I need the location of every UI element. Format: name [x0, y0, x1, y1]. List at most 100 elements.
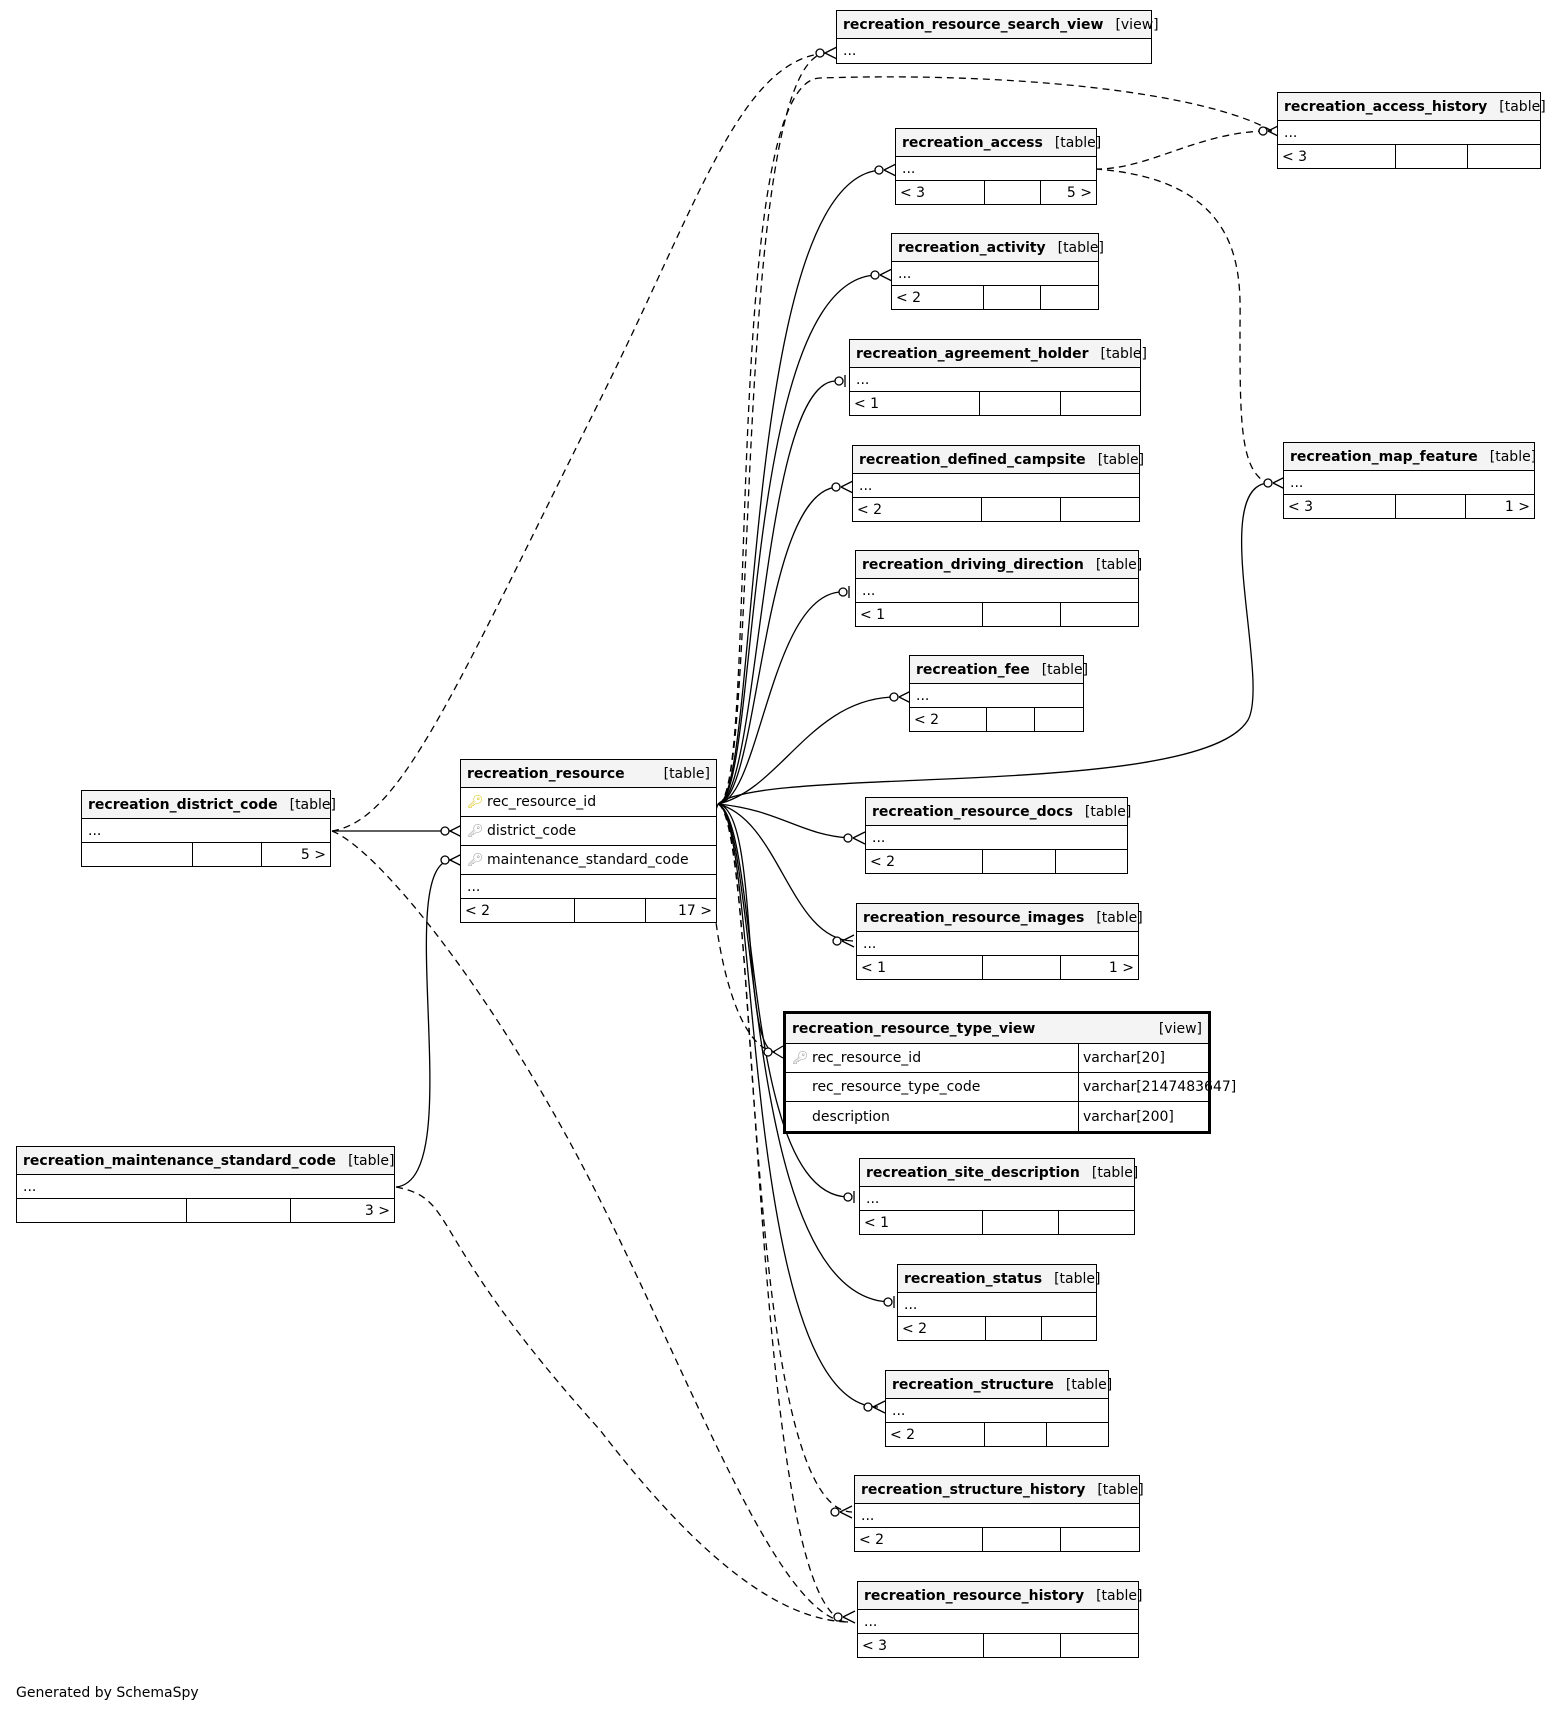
entity-header: recreation_structure [table]	[886, 1371, 1112, 1399]
column-row[interactable]: description varchar[200]	[786, 1102, 1208, 1131]
parents-count[interactable]: < 2	[910, 708, 987, 731]
entity-recreation-access-history[interactable]: recreation_access_history [table] ... < …	[1277, 92, 1546, 169]
entity-recreation-fee[interactable]: recreation_fee [table] ... < 2	[909, 655, 1088, 732]
column-row[interactable]: rec_resource_type_code varchar[214748364…	[786, 1073, 1236, 1102]
rows-count	[982, 498, 1061, 521]
rows-count	[984, 286, 1042, 309]
entity-name: recreation_resource_docs	[872, 803, 1073, 820]
parents-count[interactable]: < 1	[860, 1211, 984, 1234]
children-count[interactable]	[1047, 1423, 1108, 1446]
column-name: district_code	[487, 823, 577, 839]
parents-count[interactable]: < 2	[855, 1528, 983, 1551]
parents-count[interactable]: < 3	[1278, 145, 1396, 168]
children-count[interactable]: 5 >	[300, 846, 326, 863]
edge-maintenance-resource-history	[395, 1186, 849, 1623]
entity-recreation-status[interactable]: recreation_status [table] ... < 2	[897, 1264, 1101, 1341]
children-count[interactable]	[1041, 286, 1098, 309]
children-count[interactable]: 1 >	[1108, 959, 1134, 976]
parents-count[interactable]: < 2	[866, 850, 984, 873]
entity-more-row: ...	[892, 262, 1098, 286]
entity-recreation-structure[interactable]: recreation_structure [table] ... < 2	[885, 1370, 1112, 1447]
children-count[interactable]	[1042, 1317, 1096, 1340]
entity-more-row: ...	[856, 579, 1138, 603]
column-row[interactable]: 🔑︎ rec_resource_id varchar[20]	[786, 1044, 1208, 1073]
primary-key-icon: 🔑︎	[467, 794, 484, 810]
entity-more-row: ...	[461, 875, 716, 899]
entity-recreation-resource-docs[interactable]: recreation_resource_docs [table] ... < 2	[865, 797, 1131, 874]
parents-count[interactable]: < 1	[850, 392, 981, 415]
entity-recreation-resource-type-view[interactable]: recreation_resource_type_view [view] 🔑︎ …	[783, 1011, 1236, 1134]
entity-header: recreation_agreement_holder [table]	[850, 340, 1147, 368]
column-row[interactable]: 🔑︎ maintenance_standard_code	[461, 846, 716, 875]
entity-name: recreation_fee	[916, 661, 1030, 678]
entity-recreation-district-code[interactable]: recreation_district_code [table] ... 5 >	[81, 790, 336, 867]
column-name: description	[812, 1108, 890, 1125]
entity-name: recreation_activity	[898, 239, 1046, 256]
entity-header: recreation_structure_history [table]	[855, 1476, 1144, 1504]
entity-footer: < 1	[850, 392, 1140, 415]
children-count[interactable]	[1035, 708, 1083, 731]
marker-type-view	[763, 1047, 773, 1057]
rows-count	[980, 392, 1061, 415]
foreign-key-icon: 🔑︎	[792, 1050, 809, 1066]
entity-type: [table]	[1054, 1270, 1101, 1287]
entity-header: recreation_site_description [table]	[860, 1159, 1138, 1187]
entity-recreation-resource-images[interactable]: recreation_resource_images [table] ... <…	[856, 903, 1143, 980]
children-count[interactable]: 1 >	[1504, 498, 1531, 515]
entity-recreation-agreement-holder[interactable]: recreation_agreement_holder [table] ... …	[849, 339, 1147, 416]
rows-count	[985, 1423, 1048, 1446]
children-count[interactable]	[1061, 1528, 1139, 1551]
parents-count[interactable]: < 2	[853, 498, 982, 521]
entity-more-row: ...	[855, 1504, 1139, 1528]
parents-count[interactable]: < 3	[896, 181, 986, 204]
children-count[interactable]	[1061, 392, 1140, 415]
entity-footer: < 1	[860, 1211, 1134, 1234]
entity-footer: < 3	[858, 1634, 1138, 1657]
parents-count[interactable]: < 3	[858, 1634, 984, 1657]
parents-count[interactable]: < 3	[1284, 495, 1397, 518]
parents-count[interactable]: < 1	[856, 603, 983, 626]
parents-count[interactable]	[82, 843, 194, 866]
entity-recreation-resource-search-view[interactable]: recreation_resource_search_view [view] .…	[836, 10, 1159, 64]
parents-count[interactable]: < 2	[898, 1317, 987, 1340]
entity-recreation-driving-direction[interactable]: recreation_driving_direction [table] ...…	[855, 550, 1142, 627]
entity-recreation-map-feature[interactable]: recreation_map_feature [table] ... < 3 1…	[1283, 442, 1537, 519]
entity-type: [table]	[1489, 448, 1537, 465]
parents-count[interactable]: < 1	[857, 956, 984, 979]
parents-count[interactable]: < 2	[892, 286, 984, 309]
edge-resource-structure	[717, 803, 879, 1408]
entity-recreation-resource[interactable]: recreation_resource [table] 🔑︎ rec_resou…	[460, 759, 717, 923]
children-count[interactable]: 5 >	[1066, 184, 1093, 201]
entity-name: recreation_map_feature	[1290, 448, 1478, 465]
entity-name: recreation_defined_campsite	[859, 451, 1086, 468]
entity-recreation-defined-campsite[interactable]: recreation_defined_campsite [table] ... …	[852, 445, 1144, 522]
entity-type: [table]	[289, 796, 336, 813]
entity-header: recreation_access [table]	[896, 129, 1101, 157]
column-row[interactable]: 🔑︎ district_code	[461, 817, 716, 846]
entity-name: recreation_resource_search_view	[843, 16, 1104, 33]
parents-count[interactable]	[17, 1199, 188, 1222]
entity-recreation-access[interactable]: recreation_access [table] ... < 3 5 >	[895, 128, 1101, 205]
entity-recreation-activity[interactable]: recreation_activity [table] ... < 2	[891, 233, 1104, 310]
children-count[interactable]	[1468, 145, 1540, 168]
children-count[interactable]	[1061, 498, 1139, 521]
children-count[interactable]: 3 >	[364, 1202, 390, 1219]
entity-recreation-maintenance-standard-code[interactable]: recreation_maintenance_standard_code [ta…	[16, 1146, 395, 1223]
entity-recreation-structure-history[interactable]: recreation_structure_history [table] ...…	[854, 1475, 1144, 1552]
column-datatype: varchar[200]	[1078, 1102, 1208, 1131]
children-count[interactable]	[1061, 603, 1138, 626]
children-count[interactable]	[1059, 1211, 1134, 1234]
children-count[interactable]: 17 >	[678, 902, 712, 919]
column-row[interactable]: 🔑︎ rec_resource_id	[461, 788, 716, 817]
children-count[interactable]	[1061, 1634, 1138, 1657]
children-count[interactable]	[1056, 850, 1127, 873]
parents-count[interactable]: < 2	[886, 1423, 986, 1446]
entity-footer: < 3 1 >	[1284, 495, 1534, 518]
entity-recreation-resource-history[interactable]: recreation_resource_history [table] ... …	[857, 1581, 1142, 1658]
entity-footer: < 2	[892, 286, 1098, 309]
edge-resource-images	[717, 803, 854, 942]
entity-name: recreation_resource_images	[863, 909, 1085, 926]
entity-recreation-site-description[interactable]: recreation_site_description [table] ... …	[859, 1158, 1138, 1235]
entity-header: recreation_maintenance_standard_code [ta…	[17, 1147, 394, 1175]
parents-count[interactable]: < 2	[461, 899, 576, 922]
